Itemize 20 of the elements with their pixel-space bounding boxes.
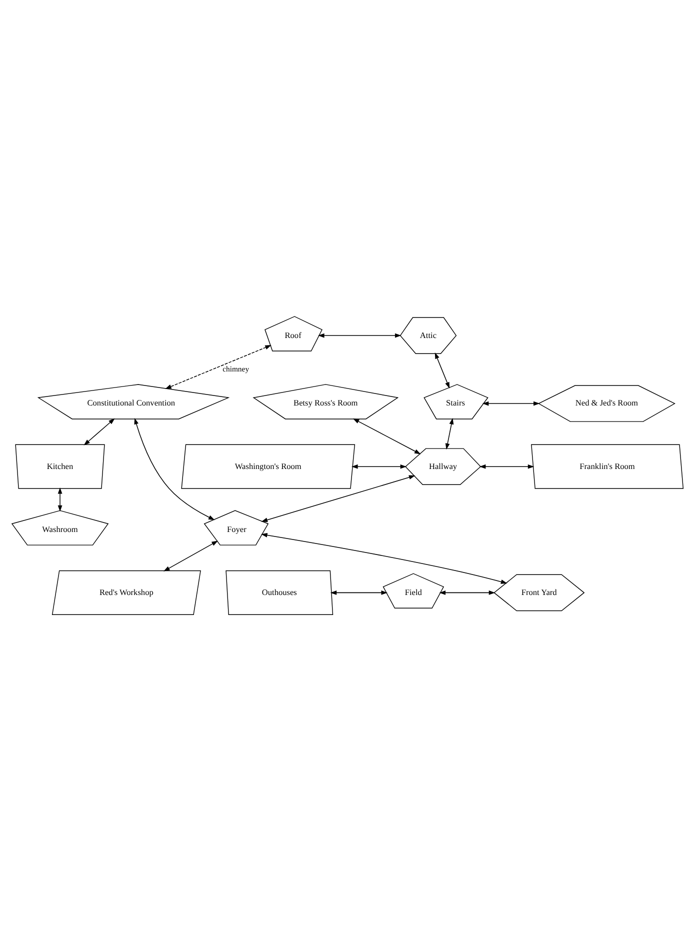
arrow [83, 418, 114, 445]
node-box: Outhouses [225, 570, 333, 614]
arrow [351, 464, 406, 468]
arrow [57, 486, 62, 512]
arrow [482, 400, 540, 406]
arrow [134, 417, 214, 520]
arrow [162, 540, 218, 571]
arrow [478, 464, 534, 468]
node-box: Washington's Room [180, 444, 355, 488]
arrow [164, 344, 271, 388]
arrow [438, 590, 495, 594]
node-box: Franklin's Room [530, 444, 684, 488]
arrow [260, 474, 415, 522]
arrow [352, 418, 420, 454]
arrow [330, 590, 388, 594]
arrow [444, 417, 454, 450]
node-box: Kitchen [14, 444, 104, 488]
arrow [434, 352, 450, 388]
arrow [260, 532, 507, 584]
arrow [318, 332, 401, 338]
